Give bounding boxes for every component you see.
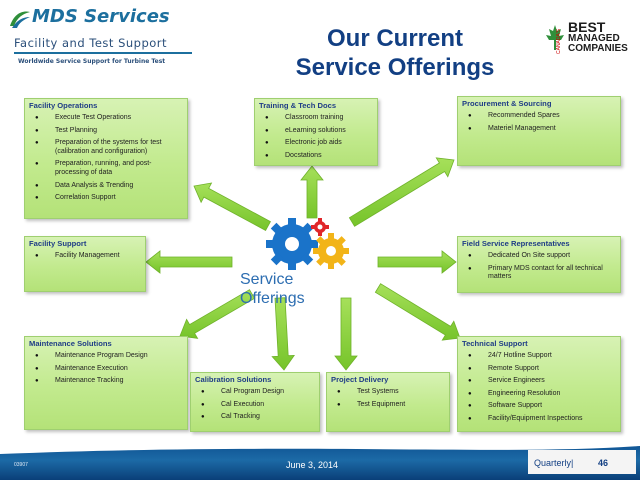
arrow-to-maintenance [179,289,256,339]
arrow-to-technical-support [374,283,461,341]
arrow-to-facility-support [145,250,233,274]
field-service-box: Field Service RepresentativesDedicated O… [457,236,621,293]
box-title: Technical Support [462,339,528,348]
list-item: Cal Tracking [195,413,315,422]
logo-divider [14,52,192,54]
list-item: Remote Support [462,365,616,374]
page-title: Our Current Service Offerings [250,24,540,82]
list-item: Docstations [259,152,373,161]
mds-logo: MDS Services Facility and Test Support W… [4,2,196,72]
list-item: Classroom training [259,114,373,123]
list-item: Facility/Equipment Inspections [462,415,616,424]
list-item: 24/7 Hotline Support [462,352,616,361]
list-item: Test Systems [331,388,445,397]
box-title: Calibration Solutions [195,375,272,384]
box-title: Maintenance Solutions [29,339,112,348]
list-item: Maintenance Execution [29,365,183,374]
arrows [145,157,461,371]
list-item: Test Planning [29,127,183,136]
training-box: Training & Tech DocsClassroom training eL… [254,98,378,166]
award-text: BEST MANAGED COMPANIES [568,20,628,54]
list-item: Cal Execution [195,401,315,410]
center-label-line-2: Offerings [240,290,305,307]
maintenance-box: Maintenance SolutionsMaintenance Program… [24,336,188,430]
facility-operations-box: Facility OperationsExecute Test Operatio… [24,98,188,219]
list-item: eLearning solutions [259,127,373,136]
list-item: Preparation, running, and post-processin… [29,160,183,177]
arrow-to-project-delivery [334,297,358,371]
calibration-box: Calibration SolutionsCal Program DesignC… [190,372,320,432]
box-title: Procurement & Sourcing [462,99,552,108]
facility-support-box: Facility SupportFacility Management [24,236,146,292]
swirl-logo-icon [10,11,30,28]
list-item: Data Analysis & Trending [29,182,183,191]
box-title: Project Delivery [331,375,389,384]
technical-support-box: Technical Support 24/7 Hotline SupportRem… [457,336,621,432]
list-item: Maintenance Tracking [29,377,183,386]
box-title: Facility Support [29,239,87,248]
page-label-box [528,450,636,474]
project-delivery-box: Project DeliveryTest SystemsTest Equipme… [326,372,450,432]
award-line-2: MANAGED [568,33,620,44]
document-id: 03907 [14,462,28,468]
logo-subtagline: Worldwide Service Support for Turbine Te… [18,58,166,65]
arrow-to-procurement [348,157,455,227]
list-item: Test Equipment [331,401,445,410]
list-item: Preparation of the systems for test (cal… [29,139,183,156]
maple-leaf-icon [546,25,564,50]
box-title: Facility Operations [29,101,98,110]
box-title: Training & Tech Docs [259,101,337,110]
page-number: 46 [598,458,609,468]
logo-tagline: Facility and Test Support [14,36,168,50]
best-managed-logo: BEST MANAGED COMPANIES CANADA'S [542,20,634,60]
list-item: Primary MDS contact for all technical ma… [462,265,616,282]
list-item: Materiel Management [462,125,616,134]
center-label: Service Offerings [240,270,305,308]
title-line-2: Service Offerings [295,54,495,81]
award-line-3: COMPANIES [568,43,628,54]
footer-wave [0,440,640,454]
title-line-1: Our Current [326,25,463,52]
list-item: Cal Program Design [195,388,315,397]
arrow-to-facility-operations [193,182,271,231]
box-title: Field Service Representatives [462,239,570,248]
list-item: Service Engineers [462,377,616,386]
gears-icon [266,218,349,270]
footer-label: Quarterly| [534,458,574,468]
arrow-to-calibration [271,297,295,371]
list-item: Facility Management [29,252,141,261]
list-item: Maintenance Program Design [29,352,183,361]
list-item: Electronic job aids [259,139,373,148]
list-item: Execute Test Operations [29,114,183,123]
footer-date: June 3, 2014 [286,460,339,470]
procurement-box: Procurement & SourcingRecommended Spares… [457,96,621,166]
center-label-line-1: Service [240,271,294,288]
list-item: Correlation Support [29,194,183,203]
list-item: Recommended Spares [462,112,616,121]
list-item: Dedicated On Site support [462,252,616,261]
award-line-1: BEST [568,19,606,35]
logo-brand: MDS Services [32,6,170,27]
list-item: Software Support [462,402,616,411]
arrow-to-training [300,165,324,219]
arrow-to-field-service [377,250,457,274]
list-item: Engineering Resolution [462,390,616,399]
